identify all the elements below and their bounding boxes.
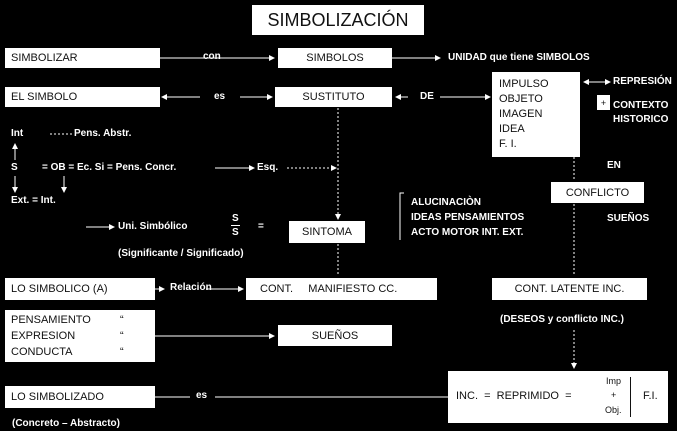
divider <box>630 377 631 417</box>
conflicto-box: CONFLICTO <box>551 182 644 203</box>
simbolos-box: SIMBOLOS <box>278 48 392 68</box>
list-item: F. I. <box>499 138 517 150</box>
list-item: IMPULSO <box>499 78 549 90</box>
unidad-label: UNIDAD que tiene SIMBOLOS <box>448 52 590 63</box>
plus-box: + <box>597 95 610 110</box>
list-item: OBJETO <box>499 93 543 105</box>
ditto-mark: “ <box>120 314 124 326</box>
ditto-mark: “ <box>120 346 124 358</box>
con-label: con <box>203 51 221 62</box>
es-label: es <box>214 91 226 102</box>
pensamiento-box: PENSAMIENTO EXPRESION CONDUCTA “ “ “ <box>5 310 155 362</box>
obj-label: Obj. <box>605 405 622 415</box>
inc-formula: INC. = REPRIMIDO = <box>456 390 572 402</box>
list-item: ACTO MOTOR INT. EXT. <box>411 227 524 238</box>
impulso-list-box: IMPULSO OBJETO IMAGEN IDEA F. I. <box>492 72 580 157</box>
fi-label: F.I. <box>643 390 658 402</box>
el-simbolo-box: EL SIMBOLO <box>5 87 160 107</box>
ditto-mark: “ <box>120 330 124 342</box>
sintoma-box: SINTOMA <box>289 221 365 243</box>
latente-box: CONT. LATENTE INC. <box>492 278 647 300</box>
represion-label: REPRESIÓN <box>613 76 672 87</box>
formula-label: = OB = Ec. Si = Pens. Concr. <box>42 162 177 173</box>
relacion-label: Relación <box>170 282 212 293</box>
lo-simbolico-box: LO SIMBOLICO (A) <box>5 278 155 300</box>
es-label-2: es <box>196 390 208 401</box>
title-box: SIMBOLIZACIÓN <box>252 5 424 35</box>
list-item: IDEA <box>499 123 525 135</box>
s-label: S <box>11 162 18 173</box>
imp-label: Imp <box>606 376 622 386</box>
manifiesto-box: CONT. MANIFIESTO CC. <box>246 278 437 300</box>
list-item: PENSAMIENTO <box>11 314 91 326</box>
suenos-label: SUEÑOS <box>607 213 650 224</box>
ext-label: Ext. = Int. <box>11 195 56 206</box>
de-label: DE <box>420 91 434 102</box>
equals-label: = <box>258 221 264 232</box>
list-item: IDEAS PENSAMIENTOS <box>411 212 525 223</box>
list-item: CONDUCTA <box>11 346 73 358</box>
pens-abstr-label: Pens. Abstr. <box>74 128 132 139</box>
fraction-denominator: S <box>232 227 239 238</box>
fraction-numerator: S <box>232 213 239 224</box>
plus-label: + <box>611 390 617 400</box>
int-label: Int <box>11 128 24 139</box>
lo-simbolizado-box: LO SIMBOLIZADO <box>5 386 155 408</box>
sustituto-box: SUSTITUTO <box>275 87 392 107</box>
fraction-bar <box>231 225 240 226</box>
list-item: IMAGEN <box>499 108 543 120</box>
suenos-box: SUEÑOS <box>278 325 392 346</box>
list-item: ALUCINACIÒN <box>411 197 481 208</box>
deseos-label: (DESEOS y conflicto INC.) <box>500 314 624 325</box>
simbolizar-box: SIMBOLIZAR <box>5 48 160 68</box>
inc-box: INC. = REPRIMIDO = Imp + Obj. F.I. <box>448 371 668 423</box>
esq-label: Esq. <box>257 162 279 173</box>
contexto-label: CONTEXTO <box>613 100 669 111</box>
concreto-label: (Concreto – Abstracto) <box>12 418 120 429</box>
en-label: EN <box>607 160 621 171</box>
list-item: EXPRESION <box>11 330 76 342</box>
uni-simbolico-label: Uni. Simbólico <box>118 221 188 232</box>
significante-label: (Significante / Significado) <box>118 248 244 259</box>
historico-label: HISTORICO <box>613 114 669 125</box>
